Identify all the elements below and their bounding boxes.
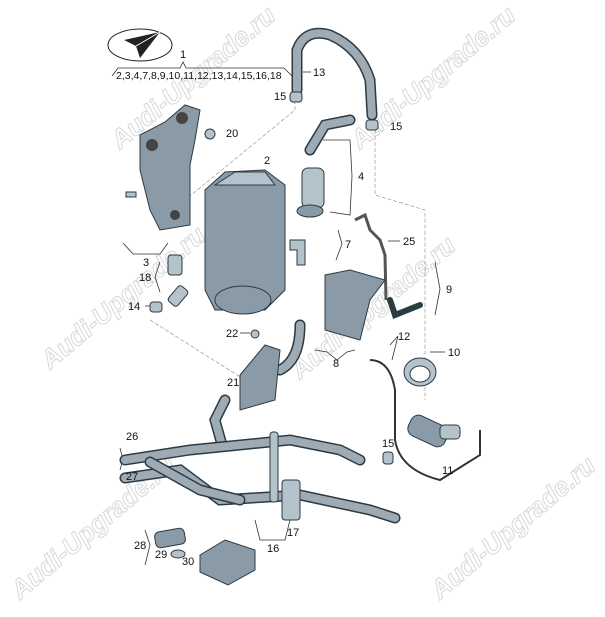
exhaust-21	[209, 319, 306, 451]
heater-2	[204, 169, 286, 315]
callout-25: 25	[403, 236, 415, 248]
callout-15: 15	[390, 121, 402, 133]
fuel-line-25	[354, 212, 388, 301]
clamp-14	[149, 301, 163, 313]
nut-22	[250, 329, 260, 339]
callout-27: 27	[126, 471, 138, 483]
callout-13: 13	[313, 67, 325, 79]
callout-22: 22	[226, 328, 238, 340]
callout-15: 15	[382, 438, 394, 450]
callout-4: 4	[358, 171, 364, 183]
paper-plane-logo-icon	[107, 28, 173, 62]
callout-9: 9	[446, 284, 452, 296]
callout-7: 7	[345, 239, 351, 251]
connector-18	[167, 254, 183, 276]
callout-15: 15	[274, 91, 286, 103]
callout-3: 3	[143, 257, 149, 269]
callout-20: 20	[226, 128, 238, 140]
callout-2: 2	[264, 155, 270, 167]
fuel-pipe-9	[387, 297, 423, 319]
watermark: Audi-Upgrade.ru	[284, 230, 461, 386]
water-pump-11	[407, 414, 461, 448]
callout-16: 16	[267, 543, 279, 555]
callout-8: 8	[333, 358, 339, 370]
callout-12: 12	[398, 331, 410, 343]
connector-18	[167, 285, 189, 307]
callout-28: 28	[134, 540, 146, 552]
nut-20	[204, 128, 216, 140]
clamp-15	[365, 119, 379, 131]
remote-key-28	[154, 527, 186, 549]
bolt	[125, 191, 137, 198]
intake-4	[296, 114, 356, 218]
coolant-hoses	[119, 431, 401, 524]
leader-lines	[111, 61, 445, 566]
callout-26: 26	[126, 431, 138, 443]
control-unit-30	[199, 539, 256, 586]
callout-1: 1	[180, 49, 186, 61]
callout-29: 29	[155, 549, 167, 561]
battery-29	[170, 549, 186, 559]
callout-11: 11	[442, 465, 453, 477]
callout-17: 17	[287, 527, 299, 539]
callouts: 1 2,3,4,7,8,9,10,11,12,13,14,15,16,18 13…	[116, 49, 460, 568]
hose-13	[291, 27, 378, 121]
clamp-15	[289, 91, 303, 103]
clamp-15	[382, 451, 394, 465]
sensor-cable	[369, 359, 481, 482]
elbow-7	[289, 239, 306, 266]
callout-21: 21	[227, 377, 239, 389]
callout-18: 18	[139, 272, 151, 284]
holder-17	[281, 479, 301, 521]
callout-1-range: 2,3,4,7,8,9,10,11,12,13,14,15,16,18	[116, 70, 282, 82]
bracket-8	[324, 269, 386, 341]
callout-14: 14	[128, 301, 140, 313]
bracket-3	[139, 104, 201, 231]
callout-30: 30	[182, 556, 194, 568]
callout-10: 10	[448, 347, 460, 359]
